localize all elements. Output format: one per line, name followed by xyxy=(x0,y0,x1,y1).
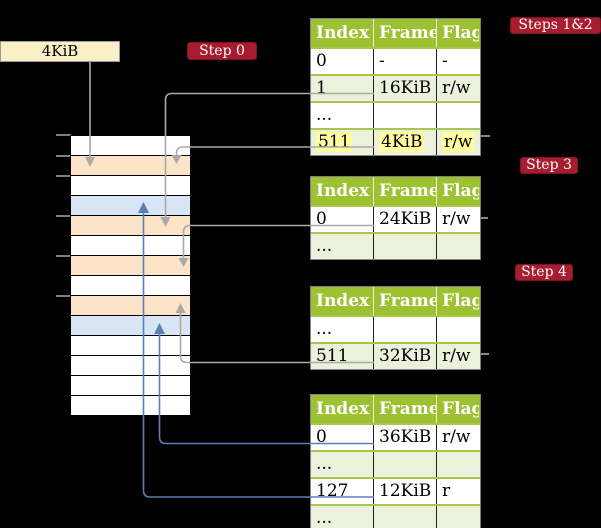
table-header-cell: Index xyxy=(316,291,370,311)
memory-frame-row xyxy=(71,396,190,415)
table-cell: 16KiB xyxy=(373,76,436,101)
table-header-row: IndexFrameFlags xyxy=(311,395,480,423)
badge-steps-1-2: Steps 1&2 xyxy=(510,17,601,34)
table-cell xyxy=(373,317,436,342)
memory-frame-row xyxy=(71,196,190,216)
table-cell: r/w xyxy=(436,207,479,232)
highlighted-value: 4KiB xyxy=(379,132,425,152)
table-row: 511 4KiB r/w xyxy=(311,128,480,155)
table-header-cell: Flags xyxy=(436,177,479,205)
table-row: ... xyxy=(311,232,480,259)
table-cell xyxy=(436,506,479,528)
memory-frame-row xyxy=(71,256,190,276)
table-cell: 1 xyxy=(316,78,327,98)
memory-tick xyxy=(56,134,71,136)
table-row: ... xyxy=(311,315,480,342)
memory-frame-row xyxy=(71,156,190,176)
table-cell: ... xyxy=(316,454,333,474)
physical-memory-column xyxy=(70,135,191,416)
memory-tick xyxy=(56,155,71,157)
table-cell: ... xyxy=(316,236,333,256)
memory-frame-row xyxy=(71,336,190,356)
memory-tick xyxy=(56,175,71,177)
table-cell: - xyxy=(373,49,436,74)
table-cell xyxy=(436,234,479,259)
table-cell: ... xyxy=(316,105,333,125)
table-header-cell: Flags xyxy=(436,19,479,47)
table-cell: r/w xyxy=(436,130,479,155)
table-cell xyxy=(373,103,436,128)
table-header-row: IndexFrameFlags xyxy=(311,287,480,315)
table-header-cell: Flags xyxy=(436,287,479,315)
table-cell: 127 xyxy=(316,481,349,501)
table-cell: r/w xyxy=(436,344,479,369)
highlighted-value: 511 xyxy=(316,132,353,152)
table-cell: ... xyxy=(316,508,333,528)
table-cell: ... xyxy=(316,319,333,339)
highlighted-value: r/w xyxy=(442,132,475,152)
table-cell xyxy=(373,506,436,528)
table-cell: - xyxy=(436,49,479,74)
memory-frame-row xyxy=(71,176,190,196)
memory-frame-row xyxy=(71,276,190,296)
memory-frame-row xyxy=(71,236,190,256)
page-size-label: 4KiB xyxy=(41,42,79,60)
badge-step-3: Step 3 xyxy=(520,157,578,174)
table-header-cell: Frame xyxy=(373,287,436,315)
table-header-cell: Index xyxy=(316,181,370,201)
memory-frame-row xyxy=(71,136,190,156)
memory-tick xyxy=(56,255,71,257)
memory-frame-row xyxy=(71,296,190,316)
memory-frame-row xyxy=(71,316,190,336)
table-cell: 12KiB xyxy=(373,479,436,504)
table-header-cell: Index xyxy=(316,23,370,43)
table-cell: 511 xyxy=(311,130,373,155)
memory-frame-row xyxy=(71,376,190,396)
badge-step-0: Step 0 xyxy=(187,42,257,60)
table-cell: r xyxy=(436,479,479,504)
table-cell xyxy=(436,452,479,477)
table-cell: 511 xyxy=(316,346,349,366)
table-row: ... xyxy=(311,504,480,528)
page-table-level-2: IndexFrameFlags 0 24KiBr/w... xyxy=(310,176,481,260)
memory-tick xyxy=(56,295,71,297)
table-cell: r/w xyxy=(436,425,479,450)
table-cell: 24KiB xyxy=(373,207,436,232)
badge-step-4: Step 4 xyxy=(515,264,573,281)
table-cell xyxy=(373,234,436,259)
table-header-cell: Frame xyxy=(373,19,436,47)
memory-frame-row xyxy=(71,216,190,236)
table-header-row: IndexFrameFlags xyxy=(311,19,480,47)
table-cell xyxy=(436,103,479,128)
table-cell xyxy=(373,452,436,477)
table-cell: 0 xyxy=(316,51,327,71)
table-cell: 36KiB xyxy=(373,425,436,450)
table-header-cell: Flags xyxy=(436,395,479,423)
table-header-cell: Frame xyxy=(373,177,436,205)
memory-tick xyxy=(56,215,71,217)
memory-frame-row xyxy=(71,356,190,376)
table-cell: 4KiB xyxy=(373,130,436,155)
table-cell xyxy=(436,317,479,342)
table-row: ... xyxy=(311,101,480,128)
page-size-label-box: 4KiB xyxy=(0,41,120,62)
table-cell: r/w xyxy=(436,76,479,101)
table-cell: 0 xyxy=(316,209,327,229)
table-cell: 32KiB xyxy=(373,344,436,369)
table-row: ... xyxy=(311,450,480,477)
table-header-cell: Index xyxy=(316,399,370,419)
table-row: 0 -- xyxy=(311,47,480,74)
table-header-cell: Frame xyxy=(373,395,436,423)
table-cell: 0 xyxy=(316,427,327,447)
table-header-row: IndexFrameFlags xyxy=(311,177,480,205)
